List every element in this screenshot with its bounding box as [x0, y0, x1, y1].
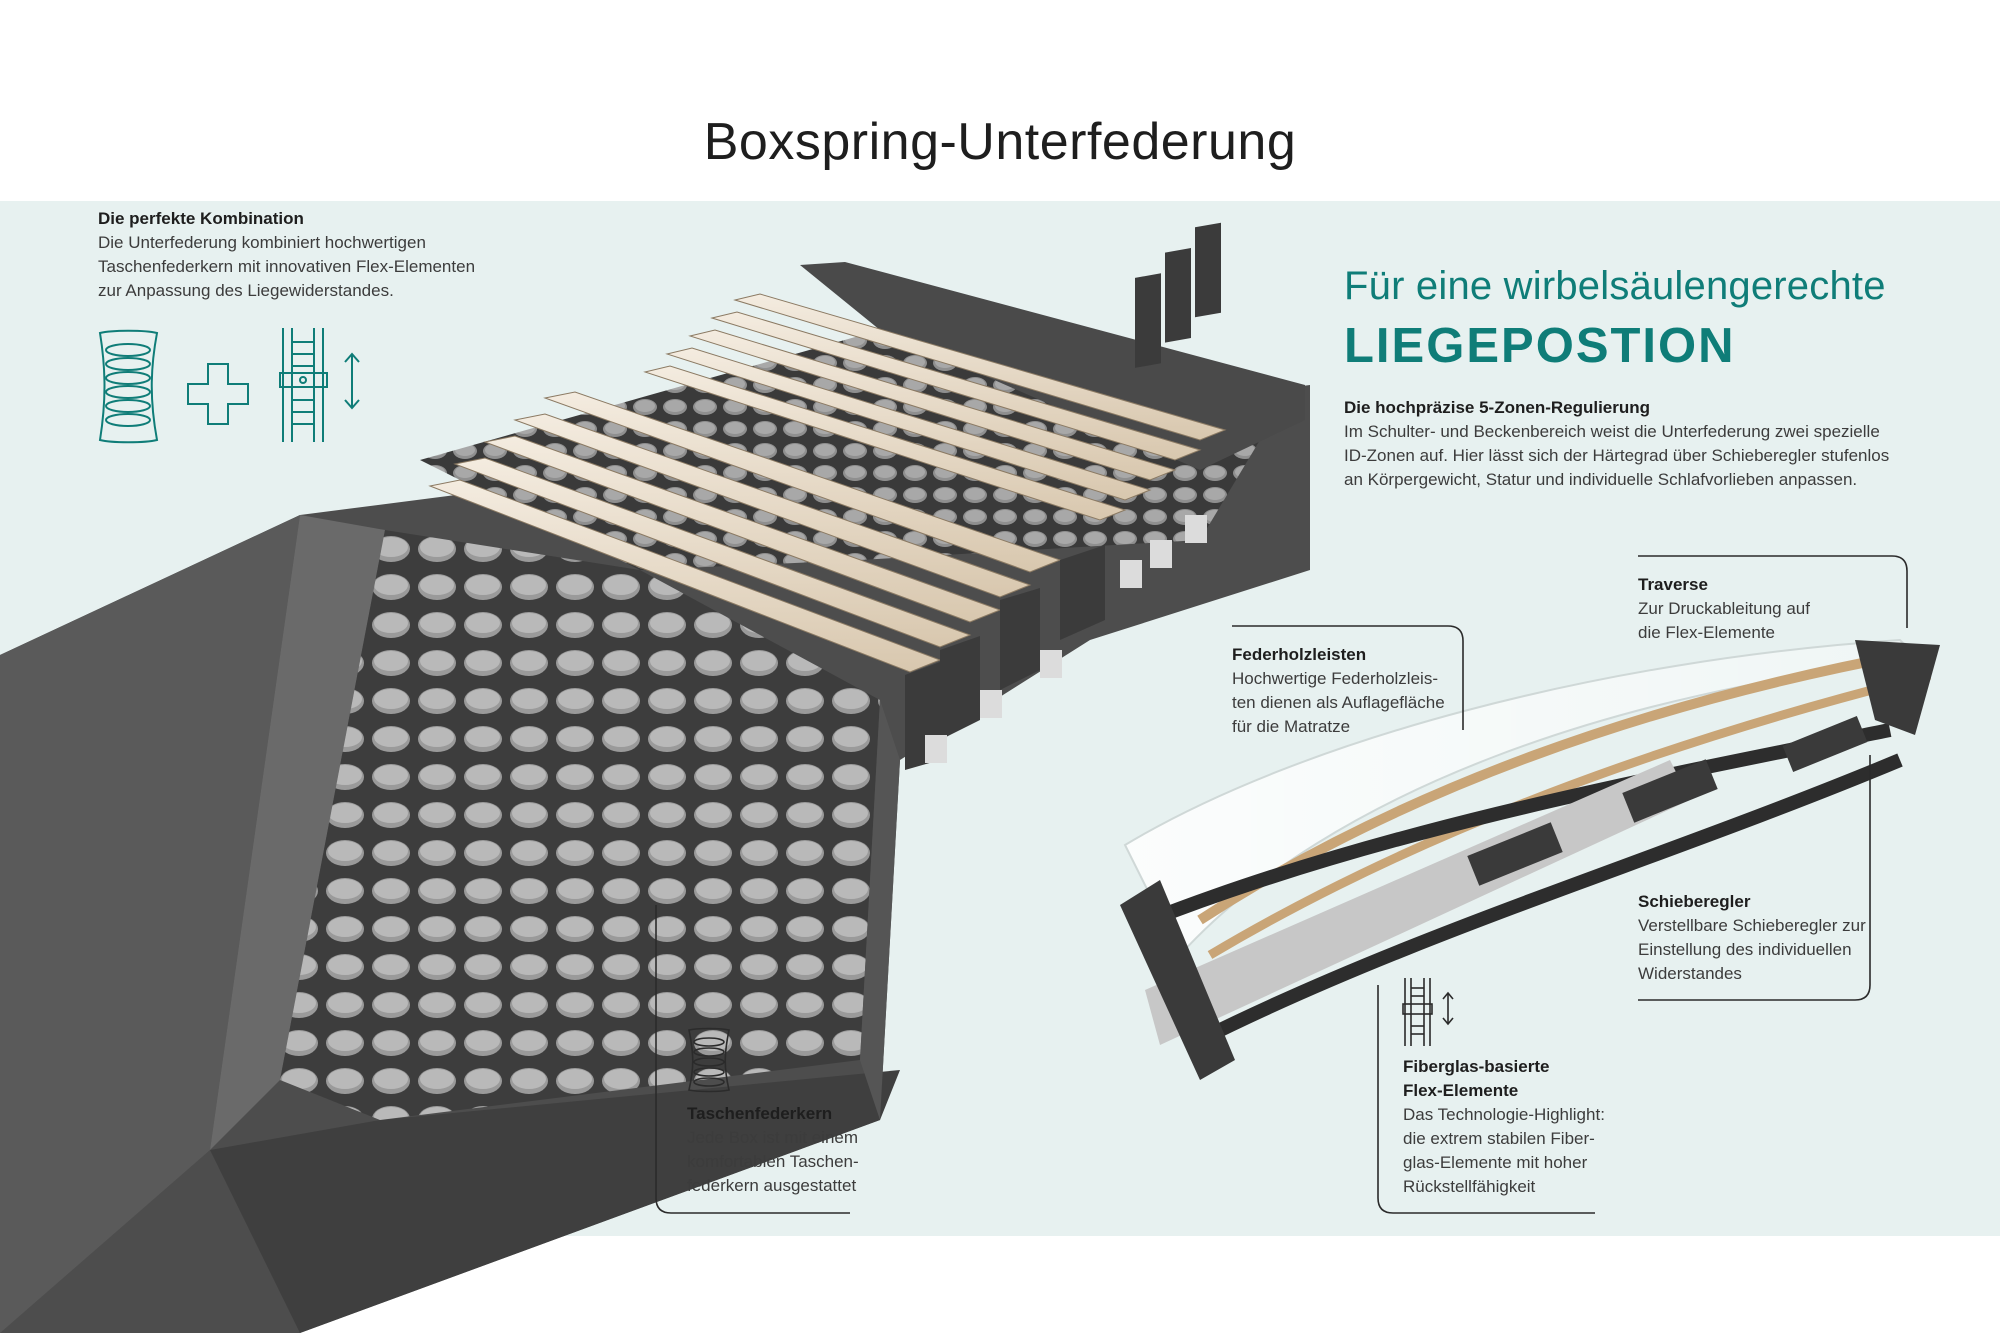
pocket-spring-icon [98, 329, 159, 444]
zones-heading: Die hochpräzise 5-Zonen-Regulierung [1344, 398, 1651, 417]
fiberglas-text: Das Technologie-Highlight: die extrem st… [1403, 1105, 1605, 1196]
taschen-heading: Taschenfederkern [687, 1104, 833, 1123]
headline-kicker: Für eine wirbelsäulengerechte [1344, 264, 1886, 308]
taschen-icon [688, 1027, 730, 1093]
traverse-heading: Traverse [1638, 575, 1708, 594]
leader-lines [655, 555, 1908, 1214]
combo-heading: Die perfekte Kombination [98, 209, 304, 228]
flex-element-illustration [1120, 638, 1940, 1080]
fiberglas-block: Fiberglas-basierte Flex-Elemente Das Tec… [1403, 1055, 1623, 1199]
slat-sections [428, 222, 1227, 770]
zones-block: Die hochpräzise 5-Zonen-Regulierung Im S… [1344, 396, 1944, 492]
plus-icon [187, 363, 249, 425]
federholz-heading: Federholzleisten [1232, 645, 1367, 664]
combo-block: Die perfekte Kombination Die Unterfederu… [98, 207, 498, 303]
combo-text: Die Unterfederung kombiniert hochwertige… [98, 233, 476, 300]
zones-text: Im Schulter- und Beckenbereich weist die… [1344, 422, 1890, 489]
taschen-block: Taschenfederkern Jede Box ist mit einem … [687, 1102, 887, 1198]
traverse-block: Traverse Zur Druckableitung auf die Flex… [1638, 573, 1898, 645]
up-down-arrow-icon [344, 352, 360, 410]
federholz-block: Federholzleisten Hochwertige Federholzle… [1232, 643, 1472, 739]
headline-big: LIEGEPOSTION [1344, 319, 1736, 373]
fiberglas-icon [1402, 978, 1454, 1046]
page-title: Boxspring-Unterfederung [703, 113, 1297, 171]
federholz-text: Hochwertige Federholzleis- ten dienen al… [1232, 669, 1445, 736]
flex-element-icon [279, 328, 328, 442]
traverse-text: Zur Druckableitung auf die Flex-Elemente [1638, 599, 1810, 642]
combo-icons [98, 328, 360, 444]
schieberegler-heading: Schieberegler [1638, 892, 1751, 911]
taschen-text: Jede Box ist mit einem komfortablen Tasc… [687, 1128, 859, 1195]
schieberegler-text: Verstellbare Schieberegler zur Einstellu… [1638, 916, 1866, 983]
schieberegler-block: Schieberegler Verstellbare Schieberegler… [1638, 890, 1898, 986]
fiberglas-heading: Fiberglas-basierte Flex-Elemente [1403, 1057, 1550, 1100]
